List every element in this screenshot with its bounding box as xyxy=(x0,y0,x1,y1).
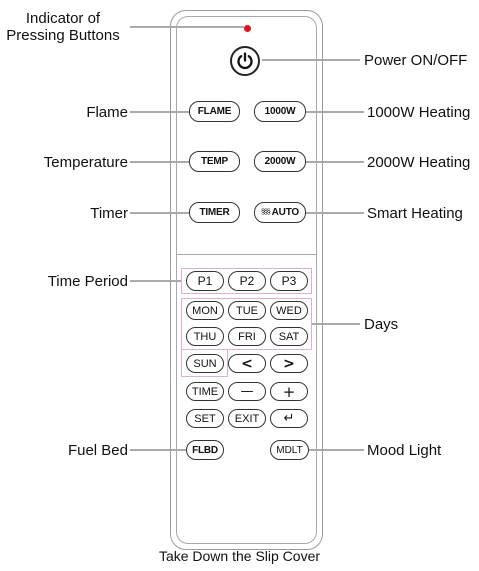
time-period-group xyxy=(181,268,312,294)
mon-button-label: MON xyxy=(192,304,218,317)
flbd-button-label: FLBD xyxy=(192,444,218,456)
1000w-button[interactable]: 1000W xyxy=(254,101,306,122)
wed-button[interactable]: WED xyxy=(270,301,308,320)
tue-button-label: TUE xyxy=(236,304,258,317)
right-arrow-icon: > xyxy=(283,355,295,372)
set-button-label: SET xyxy=(194,412,216,425)
days-label: Days xyxy=(364,316,399,333)
p3-button-label: P3 xyxy=(281,274,297,288)
1000w-heating-label: 1000W Heating xyxy=(367,104,471,121)
power-icon xyxy=(237,52,253,70)
flame-label: Flame xyxy=(86,104,128,121)
indicator-label: Indicator of Pressing Buttons xyxy=(6,10,120,44)
slip-cover-caption: Take Down the Slip Cover xyxy=(158,548,321,564)
mood-light-label: Mood Light xyxy=(367,442,442,459)
p3-button[interactable]: P3 xyxy=(270,271,308,291)
heat-waves-icon: §§§ xyxy=(260,209,271,216)
1000w-button-label: 1000W xyxy=(264,106,296,117)
slip-cover-divider xyxy=(176,254,317,255)
sun-button[interactable]: SUN xyxy=(186,354,224,373)
minus-button[interactable]: — xyxy=(228,382,266,401)
timer-button[interactable]: TIMER xyxy=(189,202,240,223)
mon-button[interactable]: MON xyxy=(186,301,224,320)
temperature-label: Temperature xyxy=(43,154,128,171)
thu-button-label: THU xyxy=(193,330,217,343)
enter-arrow-icon: ↵ xyxy=(283,411,295,426)
power-label: Power ON/OFF xyxy=(364,52,468,69)
time-period-label: Time Period xyxy=(47,273,128,290)
right-arrow-button[interactable]: > xyxy=(270,354,308,373)
left-arrow-icon: < xyxy=(241,355,253,372)
mdlt-button-label: MDLT xyxy=(276,444,303,456)
flame-button[interactable]: FLAME xyxy=(189,101,240,122)
p2-button[interactable]: P2 xyxy=(228,271,266,291)
auto-button-label: AUTO xyxy=(271,207,300,218)
flbd-button[interactable]: FLBD xyxy=(186,440,224,460)
fuel-bed-label: Fuel Bed xyxy=(67,442,128,459)
exit-button-label: EXIT xyxy=(234,412,260,425)
exit-button[interactable]: EXIT xyxy=(228,409,266,428)
minus-icon: — xyxy=(240,384,254,399)
time-button[interactable]: TIME xyxy=(186,382,224,401)
set-button[interactable]: SET xyxy=(186,409,224,428)
indicator-led xyxy=(244,25,251,32)
fri-button[interactable]: FRI xyxy=(228,327,266,346)
days-group-sun-extension xyxy=(181,350,228,377)
plus-icon: + xyxy=(282,382,296,401)
mdlt-button[interactable]: MDLT xyxy=(270,440,309,460)
left-arrow-button[interactable]: < xyxy=(228,354,266,373)
wed-button-label: WED xyxy=(276,304,302,317)
p1-button-label: P1 xyxy=(197,274,213,288)
plus-button[interactable]: + xyxy=(270,382,308,401)
2000w-heating-label: 2000W Heating xyxy=(367,154,471,171)
power-button[interactable] xyxy=(230,46,260,76)
2000w-button-label: 2000W xyxy=(264,156,296,167)
flame-button-label: FLAME xyxy=(197,106,232,117)
p1-button[interactable]: P1 xyxy=(186,271,224,291)
enter-button[interactable]: ↵ xyxy=(270,409,308,428)
auto-button[interactable]: §§§AUTO xyxy=(254,202,306,223)
smart-heating-label: Smart Heating xyxy=(367,205,463,222)
time-button-label: TIME xyxy=(191,385,219,398)
sat-button[interactable]: SAT xyxy=(270,327,308,346)
sat-button-label: SAT xyxy=(278,330,300,343)
2000w-button[interactable]: 2000W xyxy=(254,151,306,172)
p2-button-label: P2 xyxy=(239,274,255,288)
timer-button-label: TIMER xyxy=(199,207,230,218)
remote-body-outline xyxy=(170,10,323,550)
thu-button[interactable]: THU xyxy=(186,327,224,346)
temp-button[interactable]: TEMP xyxy=(189,151,240,172)
fri-button-label: FRI xyxy=(238,330,256,343)
sun-button-label: SUN xyxy=(193,357,217,370)
temp-button-label: TEMP xyxy=(201,156,228,167)
remote-body-inner xyxy=(176,16,317,544)
tue-button[interactable]: TUE xyxy=(228,301,266,320)
timer-label: Timer xyxy=(90,205,128,222)
days-group xyxy=(181,298,312,350)
